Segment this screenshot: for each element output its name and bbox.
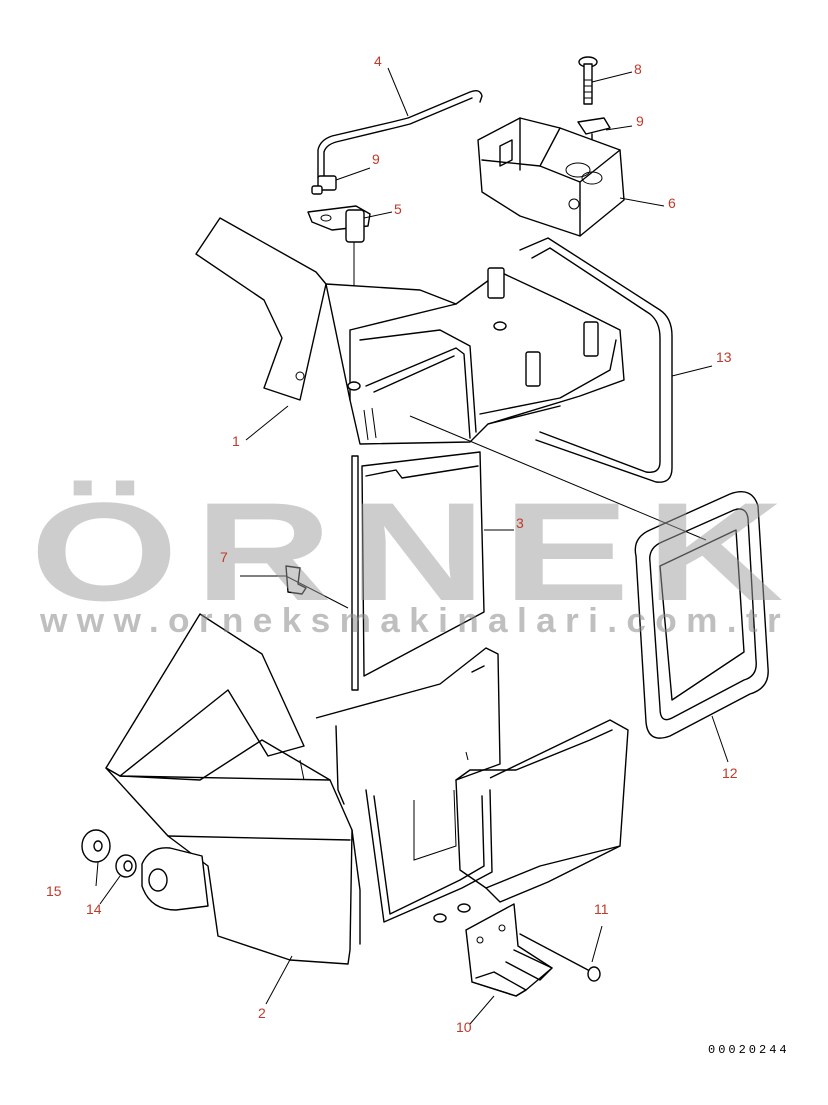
part-7-clip [285, 565, 307, 595]
callout-11: 11 [594, 901, 609, 917]
callout-5: 5 [394, 201, 402, 217]
leader-lines [95, 67, 729, 1025]
part-5-lever [307, 205, 371, 382]
callout-10: 10 [456, 1019, 472, 1035]
callout-15: 15 [46, 883, 62, 899]
part-13-gasket [519, 237, 673, 483]
part-4-rod [317, 89, 483, 179]
watermark-brand: ÖRNEK [30, 473, 800, 630]
part-1-upper-housing [195, 217, 625, 445]
callout-9-left: 9 [372, 151, 380, 167]
part-11-screw [519, 933, 601, 982]
drawing-number: 00020244 [708, 1043, 790, 1057]
callout-1: 1 [232, 433, 240, 449]
callout-7: 7 [220, 549, 228, 565]
part-10-bracket [465, 903, 553, 997]
part-14-bushing [115, 854, 137, 878]
callout-6: 6 [668, 195, 676, 211]
callout-4: 4 [374, 53, 382, 69]
watermark-url: www.orneksmakinalari.com.tr [39, 602, 790, 640]
part-8-bolt [578, 56, 598, 105]
callout-2: 2 [258, 1005, 266, 1021]
part-15-washer [81, 829, 111, 863]
part-6-actuator [477, 117, 625, 237]
part-2-lower-housing [105, 613, 629, 965]
callout-12: 12 [722, 765, 738, 781]
part-12-gasket [634, 491, 769, 739]
part-9-clip-left [311, 175, 337, 195]
callout-13: 13 [716, 349, 732, 365]
callout-9-right: 9 [636, 113, 644, 129]
callout-14: 14 [86, 901, 102, 917]
part-3-filter [351, 451, 514, 691]
callout-3: 3 [516, 515, 524, 531]
callouts: 4 9 5 8 9 6 13 1 3 7 12 11 15 14 2 10 [46, 53, 738, 1035]
watermark: ÖRNEK www.orneksmakinalari.com.tr [30, 473, 800, 640]
callout-8: 8 [634, 61, 642, 77]
